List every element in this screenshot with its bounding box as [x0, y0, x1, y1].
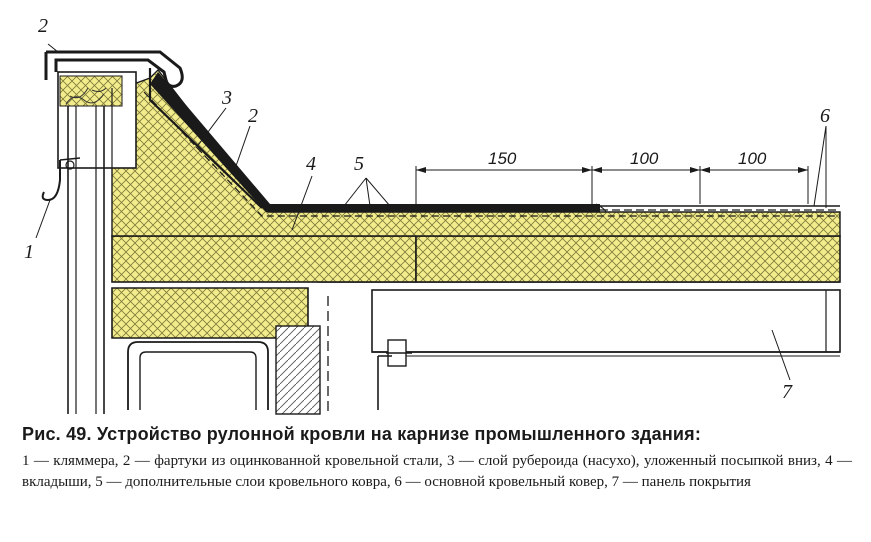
steel-channel [127, 341, 269, 410]
figure-title: Устройство рулонной кровли на карнизе пр… [96, 424, 702, 444]
dimension-100-second: 100 [738, 149, 767, 168]
caption-legend: 1 — кляммера, 2 — фартуки из оцинкованно… [22, 453, 852, 490]
callout-1: 1 [24, 241, 34, 263]
callout-2-top: 2 [38, 15, 48, 37]
liner-slab [111, 235, 841, 283]
callout-2-mid: 2 [248, 105, 258, 127]
figure-label: Рис. 49. [22, 424, 92, 444]
cleat [41, 157, 81, 202]
callout-6: 6 [820, 105, 830, 127]
callout-4: 4 [306, 153, 316, 175]
bolt-fastener [377, 339, 412, 410]
roof-eave-section-drawing: 2 1 3 2 4 5 6 7 150 100 100 [24, 15, 841, 415]
dimension-100-first: 100 [630, 149, 659, 168]
callout-3: 3 [221, 87, 232, 109]
parapet-column [67, 106, 105, 414]
figure-caption: Рис. 49. Устройство рулонной кровли на к… [22, 424, 852, 493]
timber-block [57, 71, 137, 169]
callout-7: 7 [782, 381, 793, 403]
caption-title: Рис. 49. Устройство рулонной кровли на к… [22, 424, 852, 445]
callout-5: 5 [354, 153, 364, 175]
dimension-150: 150 [488, 149, 517, 168]
steel-flashing [44, 50, 263, 209]
leader-lines [35, 43, 827, 381]
wall-block [275, 296, 329, 415]
roofing-carpet [143, 72, 840, 217]
dimension-lines [415, 166, 809, 204]
